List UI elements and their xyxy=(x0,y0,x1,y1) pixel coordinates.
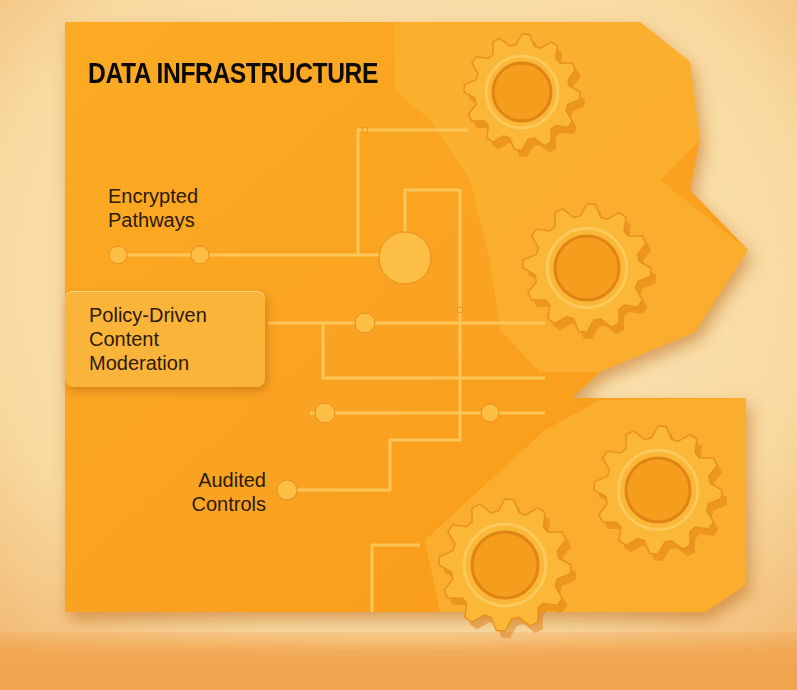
process-box: Policy-Driven Content Moderation xyxy=(65,291,265,387)
gear-plate xyxy=(470,180,748,372)
box-text: Policy-Driven Content Moderation xyxy=(89,303,249,375)
gear-plate xyxy=(395,22,700,180)
trace xyxy=(323,323,545,378)
gear xyxy=(439,499,576,638)
gear-hole xyxy=(493,63,551,121)
title: DATA INFRASTRUCTURE xyxy=(88,56,378,90)
gear-hole xyxy=(626,458,690,522)
gear xyxy=(594,426,727,561)
dot xyxy=(362,127,368,133)
label: Encrypted Pathways xyxy=(108,184,238,232)
trace xyxy=(118,254,380,257)
dot xyxy=(481,404,499,422)
gear-ring xyxy=(464,524,546,606)
dot xyxy=(355,313,375,333)
trace xyxy=(268,322,545,325)
gear-body xyxy=(523,204,651,332)
gear-ring xyxy=(547,228,626,307)
gears xyxy=(439,34,727,638)
dot xyxy=(315,403,335,423)
gear xyxy=(523,204,656,339)
gear-ring xyxy=(486,56,558,128)
blur-band xyxy=(0,640,797,690)
gear-ring xyxy=(618,450,697,529)
gear xyxy=(464,34,585,157)
gear-body xyxy=(594,426,722,554)
gear-body xyxy=(439,499,571,631)
trace xyxy=(310,412,545,415)
main-panel xyxy=(65,22,748,612)
dot xyxy=(191,246,209,264)
gear-hole xyxy=(555,236,619,300)
dot xyxy=(457,307,463,313)
gear-body xyxy=(464,34,580,150)
gear-hole xyxy=(472,532,538,598)
dot xyxy=(277,480,297,500)
dot xyxy=(109,246,127,264)
trace xyxy=(372,545,420,612)
hub xyxy=(379,232,431,284)
trace xyxy=(290,190,460,490)
label: Audited Controls xyxy=(150,468,266,516)
